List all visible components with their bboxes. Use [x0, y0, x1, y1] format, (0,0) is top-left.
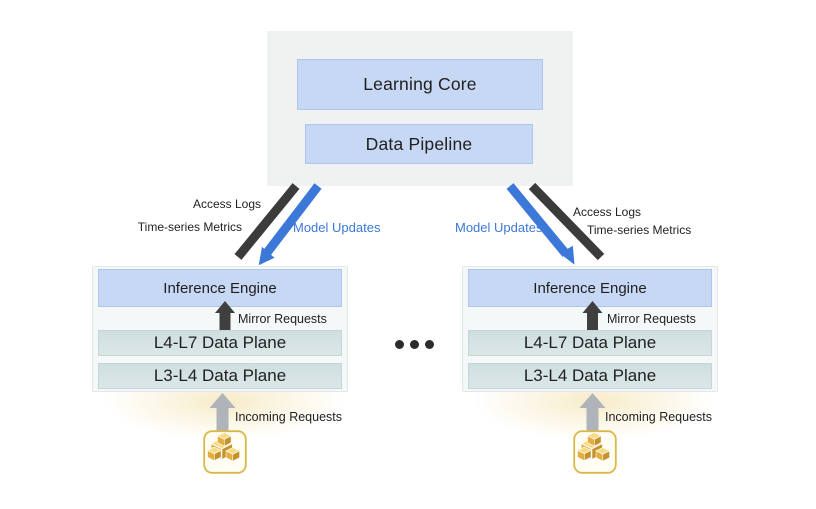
dot	[410, 340, 419, 349]
l3-l4-data-plane-box-left: L3-L4 Data Plane	[98, 363, 342, 389]
l4-l7-data-plane-box-right: L4-L7 Data Plane	[468, 330, 712, 356]
incoming-requests-label-right: Incoming Requests	[605, 410, 713, 424]
stacked-cubes-glyph	[203, 430, 247, 474]
dot	[395, 340, 404, 349]
time-series-metrics-label-right: Time-series Metrics	[587, 223, 692, 237]
inference-engine-box-left: Inference Engine	[98, 269, 342, 307]
learning-core-box: Learning Core	[297, 59, 543, 110]
data-pipeline-box: Data Pipeline	[305, 124, 533, 164]
cube-front-right	[595, 447, 611, 462]
cluster-left: Inference Engine L4-L7 Data Plane L3-L4 …	[92, 266, 348, 392]
data-pipeline-label: Data Pipeline	[365, 133, 473, 154]
ellipsis-dots-icon	[395, 340, 434, 349]
learning-panel: Learning Core Data Pipeline	[267, 31, 573, 186]
access-logs-label-left: Access Logs	[192, 197, 261, 211]
stacked-cubes-icon	[203, 430, 247, 474]
cluster-right: Inference Engine L4-L7 Data Plane L3-L4 …	[462, 266, 718, 392]
l4-l7-data-plane-box-left: L4-L7 Data Plane	[98, 330, 342, 356]
incoming-requests-label-left: Incoming Requests	[235, 410, 343, 424]
model-updates-arrowhead-left	[258, 246, 275, 266]
incoming-requests-arrow-left	[209, 393, 236, 432]
l3-l4-label: L3-L4 Data Plane	[523, 366, 657, 385]
stacked-cubes-icon	[573, 430, 617, 474]
stacked-cubes-glyph	[573, 430, 617, 474]
cube-top	[586, 432, 602, 447]
model-updates-label-right: Model Updates	[455, 220, 543, 235]
cube-front-right	[225, 447, 241, 462]
l4-l7-label: L4-L7 Data Plane	[153, 333, 287, 352]
l3-l4-label: L3-L4 Data Plane	[153, 366, 287, 385]
dot	[425, 340, 434, 349]
incoming-requests-arrow-right	[579, 393, 606, 432]
learning-core-label: Learning Core	[363, 74, 477, 94]
mirror-requests-label-left: Mirror Requests	[238, 312, 327, 326]
inference-engine-label: Inference Engine	[163, 279, 277, 297]
model-updates-arrowhead-right	[559, 245, 575, 265]
access-logs-label-right: Access Logs	[573, 205, 642, 219]
l4-l7-label: L4-L7 Data Plane	[523, 333, 657, 352]
cube-front-left	[206, 446, 222, 462]
inference-engine-label: Inference Engine	[533, 279, 647, 297]
cube-front-left	[576, 446, 592, 462]
inference-engine-box-right: Inference Engine	[468, 269, 712, 307]
cube-top	[216, 432, 232, 447]
l3-l4-data-plane-box-right: L3-L4 Data Plane	[468, 363, 712, 389]
model-updates-label-left: Model Updates	[293, 220, 381, 235]
time-series-metrics-label-left: Time-series Metrics	[137, 220, 242, 234]
mirror-requests-label-right: Mirror Requests	[607, 312, 696, 326]
